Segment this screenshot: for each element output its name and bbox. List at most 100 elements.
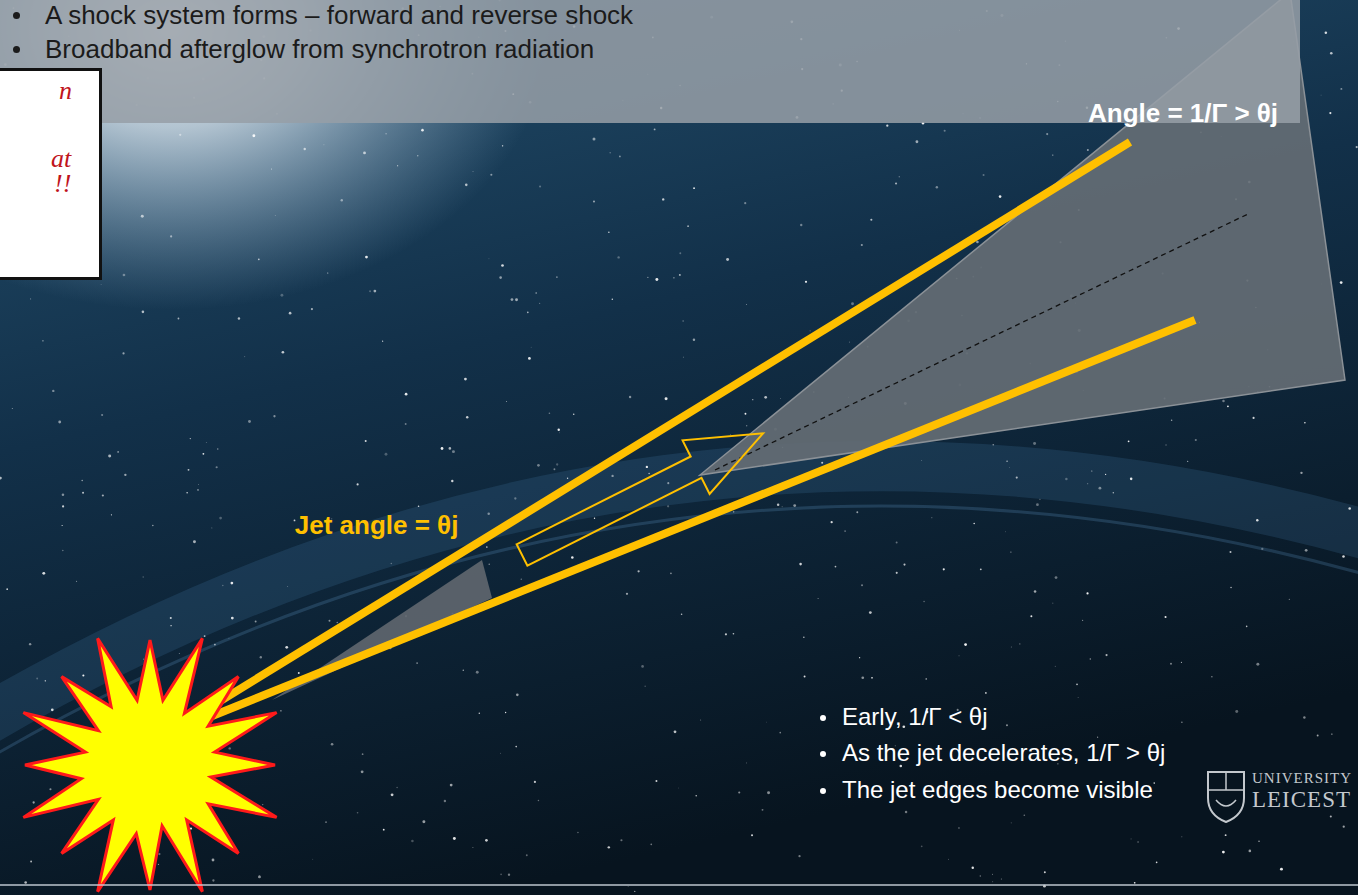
- star: [980, 875, 982, 877]
- star: [1105, 474, 1106, 475]
- star: [1130, 838, 1132, 840]
- star: [678, 787, 680, 789]
- star: [441, 447, 444, 450]
- star: [327, 272, 328, 273]
- star: [931, 517, 932, 518]
- star: [141, 215, 144, 218]
- star: [490, 174, 492, 176]
- star: [861, 584, 863, 586]
- star: [626, 593, 628, 595]
- star: [870, 219, 872, 221]
- star: [280, 294, 283, 297]
- bullet-dot: [13, 46, 20, 53]
- star: [556, 276, 558, 278]
- star: [1246, 626, 1248, 628]
- star: [515, 746, 517, 748]
- star: [373, 290, 376, 293]
- star: [1170, 663, 1172, 665]
- star: [197, 489, 198, 490]
- star: [1097, 737, 1098, 738]
- star: [396, 787, 397, 788]
- star: [733, 633, 735, 635]
- node-text: at: [51, 147, 99, 171]
- star: [980, 568, 982, 570]
- star: [1229, 551, 1231, 553]
- star: [647, 277, 648, 278]
- star: [751, 834, 753, 836]
- star: [450, 784, 453, 787]
- star: [567, 478, 568, 479]
- university-shield: [1208, 772, 1244, 822]
- star: [382, 341, 383, 342]
- logo-word: UNIVERSITY: [1252, 769, 1352, 787]
- bullet-dot: [820, 788, 826, 794]
- star: [831, 521, 833, 523]
- star: [654, 129, 656, 131]
- star: [252, 134, 255, 137]
- star: [679, 252, 681, 254]
- star: [726, 258, 729, 261]
- star: [1076, 683, 1078, 685]
- star: [1052, 602, 1054, 604]
- star: [539, 185, 541, 187]
- star: [1227, 405, 1229, 407]
- star: [681, 614, 683, 616]
- star: [648, 473, 649, 474]
- star: [391, 563, 392, 564]
- star: [212, 859, 215, 862]
- star: [746, 425, 747, 426]
- star: [397, 165, 398, 166]
- star: [405, 423, 407, 425]
- star: [667, 505, 669, 507]
- star: [641, 665, 644, 668]
- star: [202, 453, 204, 455]
- star: [777, 504, 779, 506]
- star: [1249, 850, 1252, 853]
- star: [280, 710, 282, 712]
- star: [488, 563, 490, 565]
- star: [58, 421, 61, 424]
- star: [422, 820, 425, 823]
- star: [500, 873, 502, 875]
- star: [6, 588, 8, 590]
- star: [1130, 478, 1133, 481]
- star: [217, 448, 218, 449]
- star: [673, 277, 675, 279]
- star: [30, 861, 32, 863]
- star: [905, 811, 908, 814]
- star: [111, 514, 112, 515]
- star: [287, 586, 289, 588]
- star: [687, 225, 689, 227]
- star: [1090, 658, 1091, 659]
- star: [298, 672, 300, 674]
- star: [391, 793, 394, 796]
- star: [558, 429, 560, 431]
- star: [1082, 620, 1083, 621]
- star: [449, 447, 452, 450]
- star: [617, 256, 619, 258]
- bullet-text: Early, 1/Γ < θj: [842, 703, 988, 732]
- star: [916, 140, 919, 143]
- star: [535, 292, 536, 293]
- star: [152, 525, 153, 526]
- star: [142, 311, 145, 314]
- star: [463, 670, 464, 671]
- jet-angle-label: Jet angle = θj: [295, 510, 459, 541]
- logo-word: LEICEST: [1252, 786, 1351, 814]
- star: [521, 578, 522, 579]
- bullet-dot: [820, 715, 826, 721]
- star: [229, 747, 231, 749]
- star: [362, 753, 364, 755]
- star: [452, 450, 455, 453]
- star: [577, 832, 578, 833]
- star: [936, 186, 938, 188]
- star: [844, 530, 846, 532]
- star: [1034, 590, 1037, 593]
- star: [800, 224, 802, 226]
- star: [1181, 836, 1182, 837]
- star: [766, 721, 768, 723]
- star: [1195, 439, 1197, 441]
- star: [1010, 646, 1012, 648]
- star: [1261, 548, 1263, 550]
- star: [464, 378, 467, 381]
